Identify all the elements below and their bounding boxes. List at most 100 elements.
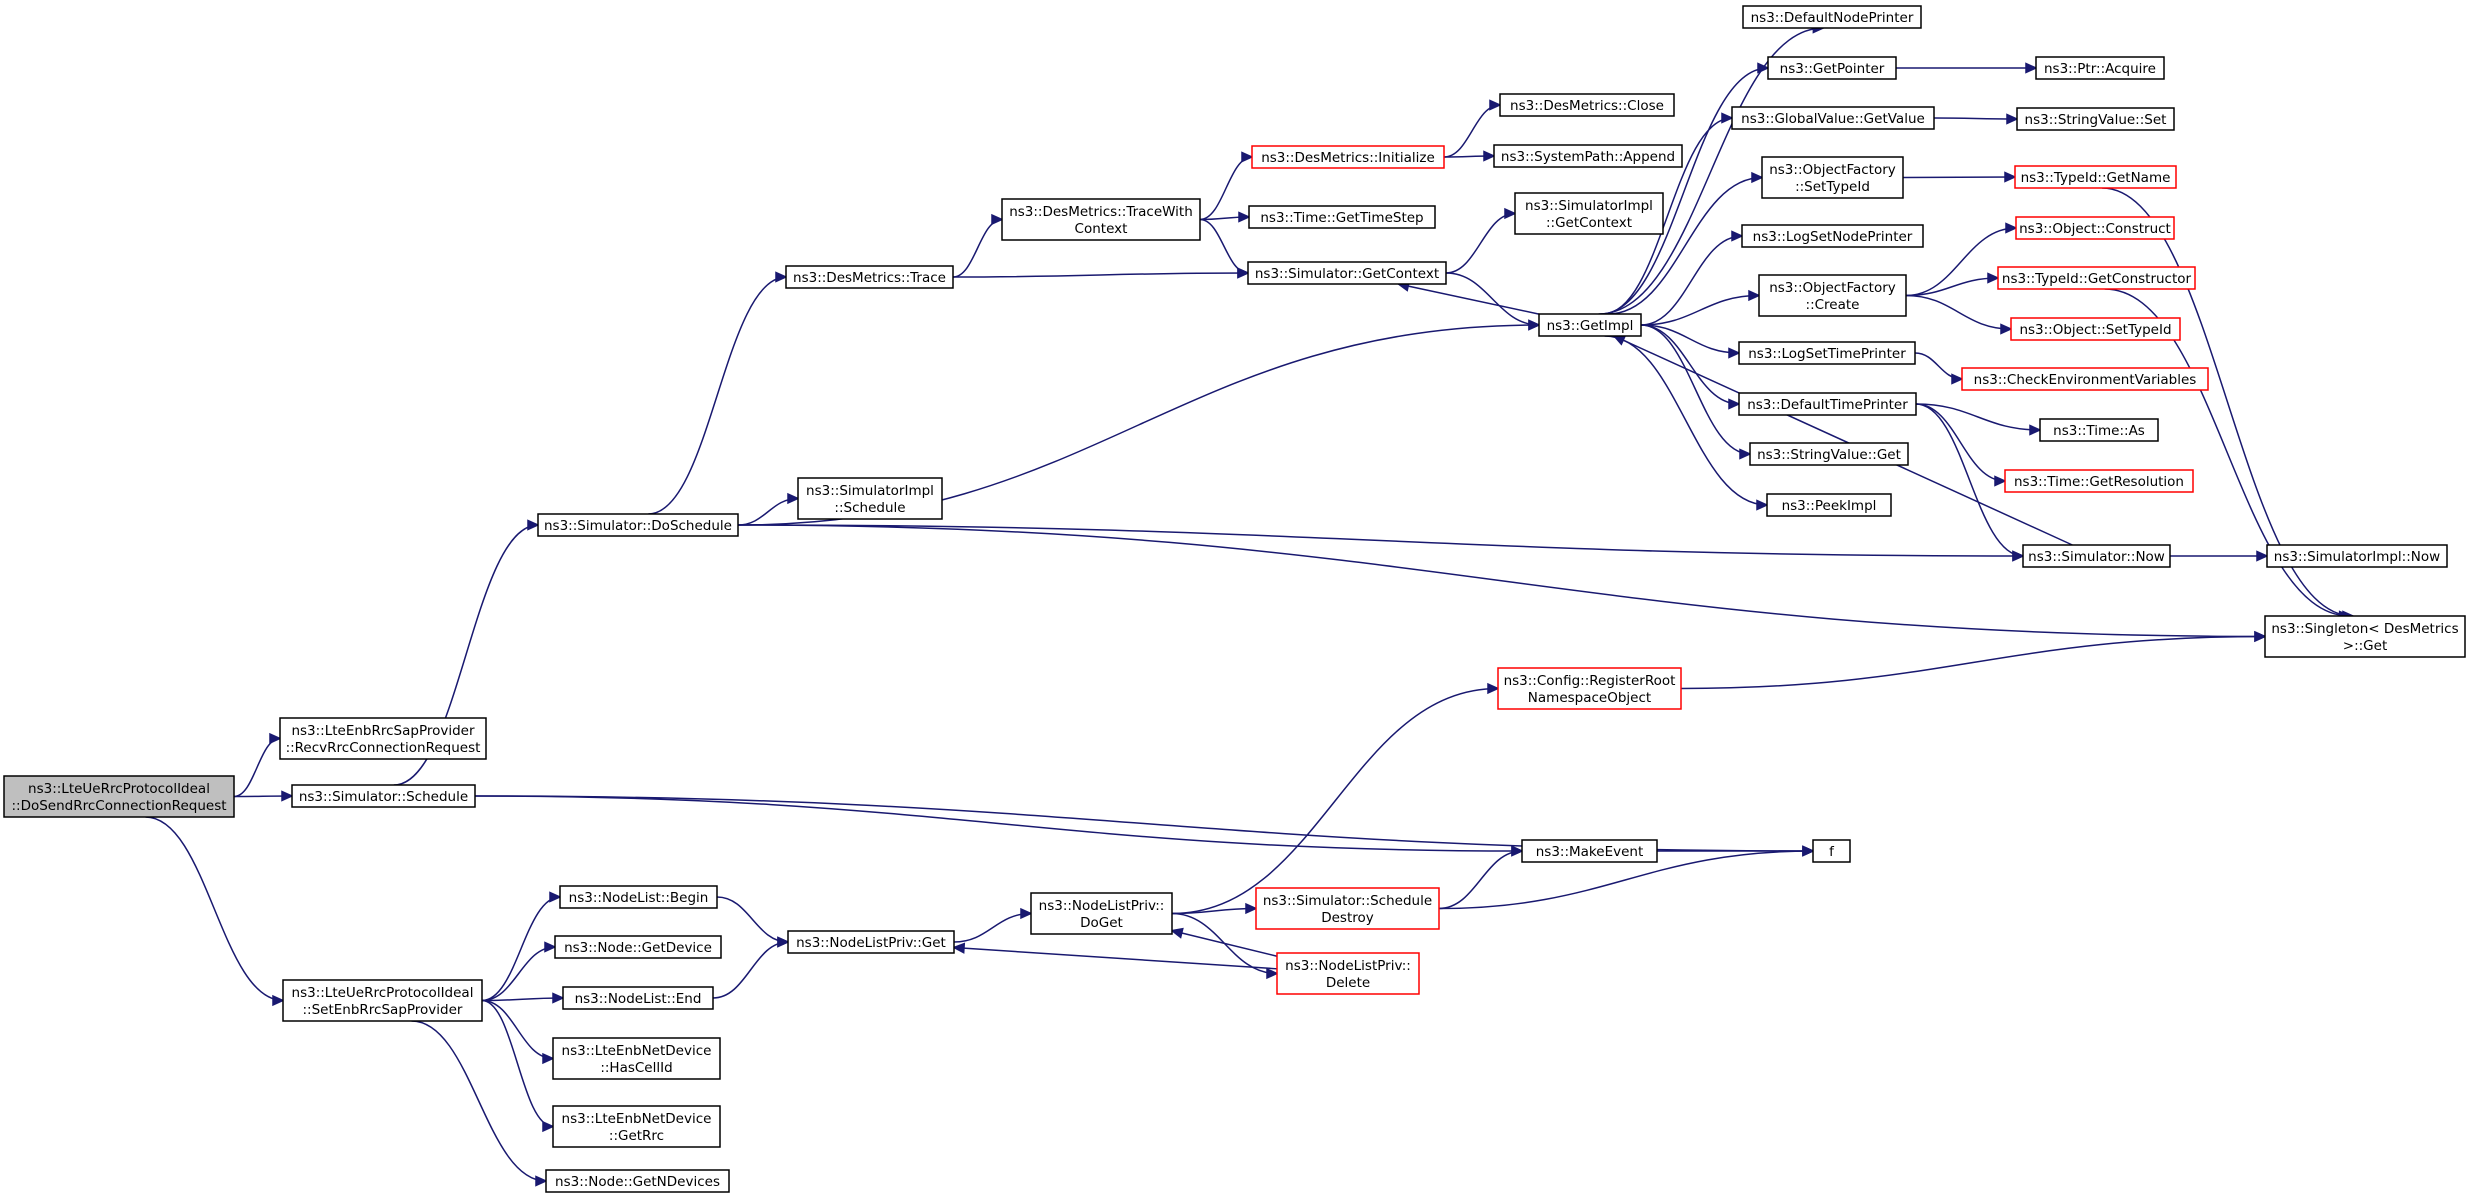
node-box <box>1030 892 1173 935</box>
edge-line <box>648 276 787 515</box>
node-logsetnode[interactable]: ns3::LogSetNodePrinter <box>1741 224 1924 248</box>
node-objsettype[interactable]: ns3::Object::SetTypeId <box>2010 317 2181 341</box>
node-box <box>1767 56 1897 80</box>
node-box <box>2035 56 2165 80</box>
edge-setenb-to-hascellid <box>481 999 555 1065</box>
node-recv[interactable]: ns3::LteEnbRrcSapProvider::RecvRrcConnec… <box>279 717 487 760</box>
node-label: ns3::DefaultNodePrinter <box>1751 10 1914 26</box>
node-nlprivdelete[interactable]: ns3::NodeListPriv::Delete <box>1276 952 1420 995</box>
node-peekimpl[interactable]: ns3::PeekImpl <box>1766 493 1892 517</box>
edge-arrowhead <box>1728 347 1741 359</box>
node-box <box>1499 93 1675 117</box>
node-destrace[interactable]: ns3::DesMetrics::Trace <box>785 265 954 289</box>
edge-logsettime-to-checkenv <box>1914 352 1964 385</box>
node-hascellid[interactable]: ns3::LteEnbNetDevice::HasCellId <box>552 1037 721 1080</box>
node-label: ns3::Config::RegisterRoot <box>1504 673 1676 689</box>
edge-line <box>1933 117 2018 120</box>
edge-arrowhead <box>1237 267 1250 279</box>
node-getpointer[interactable]: ns3::GetPointer <box>1767 56 1897 80</box>
edge-line <box>716 896 789 943</box>
node-label: ::HasCellId <box>600 1060 672 1076</box>
node-desinit[interactable]: ns3::DesMetrics::Initialize <box>1251 145 1445 169</box>
node-timeas[interactable]: ns3::Time::As <box>2039 418 2159 442</box>
node-simimplctx[interactable]: ns3::SimulatorImpl::GetContext <box>1514 192 1664 235</box>
node-objconstruct[interactable]: ns3::Object::Construct <box>2015 216 2175 240</box>
node-label: ::SetEnbRrcSapProvider <box>303 1002 463 1018</box>
node-doschedule[interactable]: ns3::Simulator::DoSchedule <box>537 513 739 537</box>
node-deftimeprinter[interactable]: ns3::DefaultTimePrinter <box>1738 392 1917 416</box>
edge-arrowhead <box>1721 112 1734 124</box>
node-simnow[interactable]: ns3::Simulator::Now <box>2022 544 2171 568</box>
node-setenb[interactable]: ns3::LteUeRrcProtocolIdeal::SetEnbRrcSap… <box>282 979 483 1022</box>
edge-arrowhead <box>552 992 565 1004</box>
node-label: ns3::Object::Construct <box>2019 221 2171 237</box>
edge-schedDestroy-to-f <box>1438 845 1815 910</box>
edge-arrowhead <box>1238 211 1251 223</box>
node-stringset[interactable]: ns3::StringValue::Set <box>2016 107 2175 131</box>
node-nlprivget[interactable]: ns3::NodeListPriv::Get <box>787 930 955 954</box>
edge-line <box>1905 227 2017 297</box>
node-logsettime[interactable]: ns3::LogSetTimePrinter <box>1738 341 1916 365</box>
node-ofcreate[interactable]: ns3::ObjectFactory::Create <box>1758 274 1907 317</box>
edge-getimpl-to-stringget <box>1640 324 1752 460</box>
node-singleton[interactable]: ns3::Singleton< DesMetrics >::Get <box>2264 615 2466 658</box>
node-simimplnow[interactable]: ns3::SimulatorImpl::Now <box>2266 544 2448 568</box>
edge-line <box>1915 403 2041 431</box>
edge-arrowhead <box>1748 289 1761 302</box>
edge-line <box>1398 283 1540 315</box>
node-label: ns3::Object::SetTypeId <box>2019 322 2171 338</box>
edge-arrowhead <box>549 891 562 903</box>
node-ofsettype[interactable]: ns3::ObjectFactory::SetTypeId <box>1761 156 1904 199</box>
node-desclose[interactable]: ns3::DesMetrics::Close <box>1499 93 1675 117</box>
edge-ofcreate-to-objconstruct <box>1905 222 2018 297</box>
node-nlend[interactable]: ns3::NodeList::End <box>562 986 714 1010</box>
node-typegetctor[interactable]: ns3::TypeId::GetConstructor <box>1997 266 2196 290</box>
edge-arrowhead <box>1020 907 1033 920</box>
node-stringget[interactable]: ns3::StringValue::Get <box>1749 442 1909 466</box>
edge-simnow-to-simimplnow <box>2170 550 2269 562</box>
node-box <box>1997 266 2196 290</box>
node-makeevent[interactable]: ns3::MakeEvent <box>1521 839 1658 863</box>
node-box <box>1758 274 1907 317</box>
node-box <box>1742 5 1922 29</box>
edge-arrowhead <box>535 1175 548 1187</box>
node-getrrc[interactable]: ns3::LteEnbNetDevice::GetRrc <box>552 1105 721 1148</box>
node-label: ns3::SimulatorImpl <box>806 483 934 499</box>
node-timegetres[interactable]: ns3::Time::GetResolution <box>2004 469 2194 493</box>
node-label: ns3::NodeListPriv::Get <box>796 935 946 951</box>
edge-arrowhead <box>1739 448 1752 460</box>
node-getimpl[interactable]: ns3::GetImpl <box>1538 313 1642 337</box>
node-typegetname[interactable]: ns3::TypeId::GetName <box>2014 165 2177 189</box>
edge-tracewith-to-desinit <box>1199 151 1254 221</box>
edge-line <box>1171 929 1278 957</box>
node-ptracquire[interactable]: ns3::Ptr::Acquire <box>2035 56 2165 80</box>
node-getndev[interactable]: ns3::Node::GetNDevices <box>545 1169 730 1193</box>
node-nlbegin[interactable]: ns3::NodeList::Begin <box>559 885 718 909</box>
node-defnodeprinter[interactable]: ns3::DefaultNodePrinter <box>1742 5 1922 29</box>
edge-setenb-to-getndev <box>411 1020 548 1187</box>
edge-getimpl-to-ofsettype <box>1608 171 1764 315</box>
node-nlprivdoget[interactable]: ns3::NodeListPriv::DoGet <box>1030 892 1173 935</box>
node-box <box>1251 145 1445 169</box>
node-f[interactable]: f <box>1812 839 1851 863</box>
node-simimplsched[interactable]: ns3::SimulatorImpl::Schedule <box>797 477 943 520</box>
edge-getpointer-to-ptracquire <box>1896 62 2038 74</box>
node-globalget[interactable]: ns3::GlobalValue::GetValue <box>1731 106 1935 130</box>
node-schedule[interactable]: ns3::Simulator::Schedule <box>291 784 476 808</box>
node-label: ns3::DesMetrics::Initialize <box>1261 150 1435 166</box>
edge-arrowhead <box>527 519 540 531</box>
node-nodegetdev[interactable]: ns3::Node::GetDevice <box>554 935 722 959</box>
edge-arrowhead <box>787 492 800 505</box>
node-simgetctx[interactable]: ns3::Simulator::GetContext <box>1247 261 1447 285</box>
node-box <box>559 885 718 909</box>
edge-deftimeprinter-to-timeas <box>1915 403 2042 436</box>
edge-line <box>737 524 2266 638</box>
node-label: Destroy <box>1321 910 1374 926</box>
node-checkenv[interactable]: ns3::CheckEnvironmentVariables <box>1961 367 2209 391</box>
node-sysappend[interactable]: ns3::SystemPath::Append <box>1493 144 1683 168</box>
node-box <box>797 477 943 520</box>
node-gettimestep[interactable]: ns3::Time::GetTimeStep <box>1248 205 1436 229</box>
